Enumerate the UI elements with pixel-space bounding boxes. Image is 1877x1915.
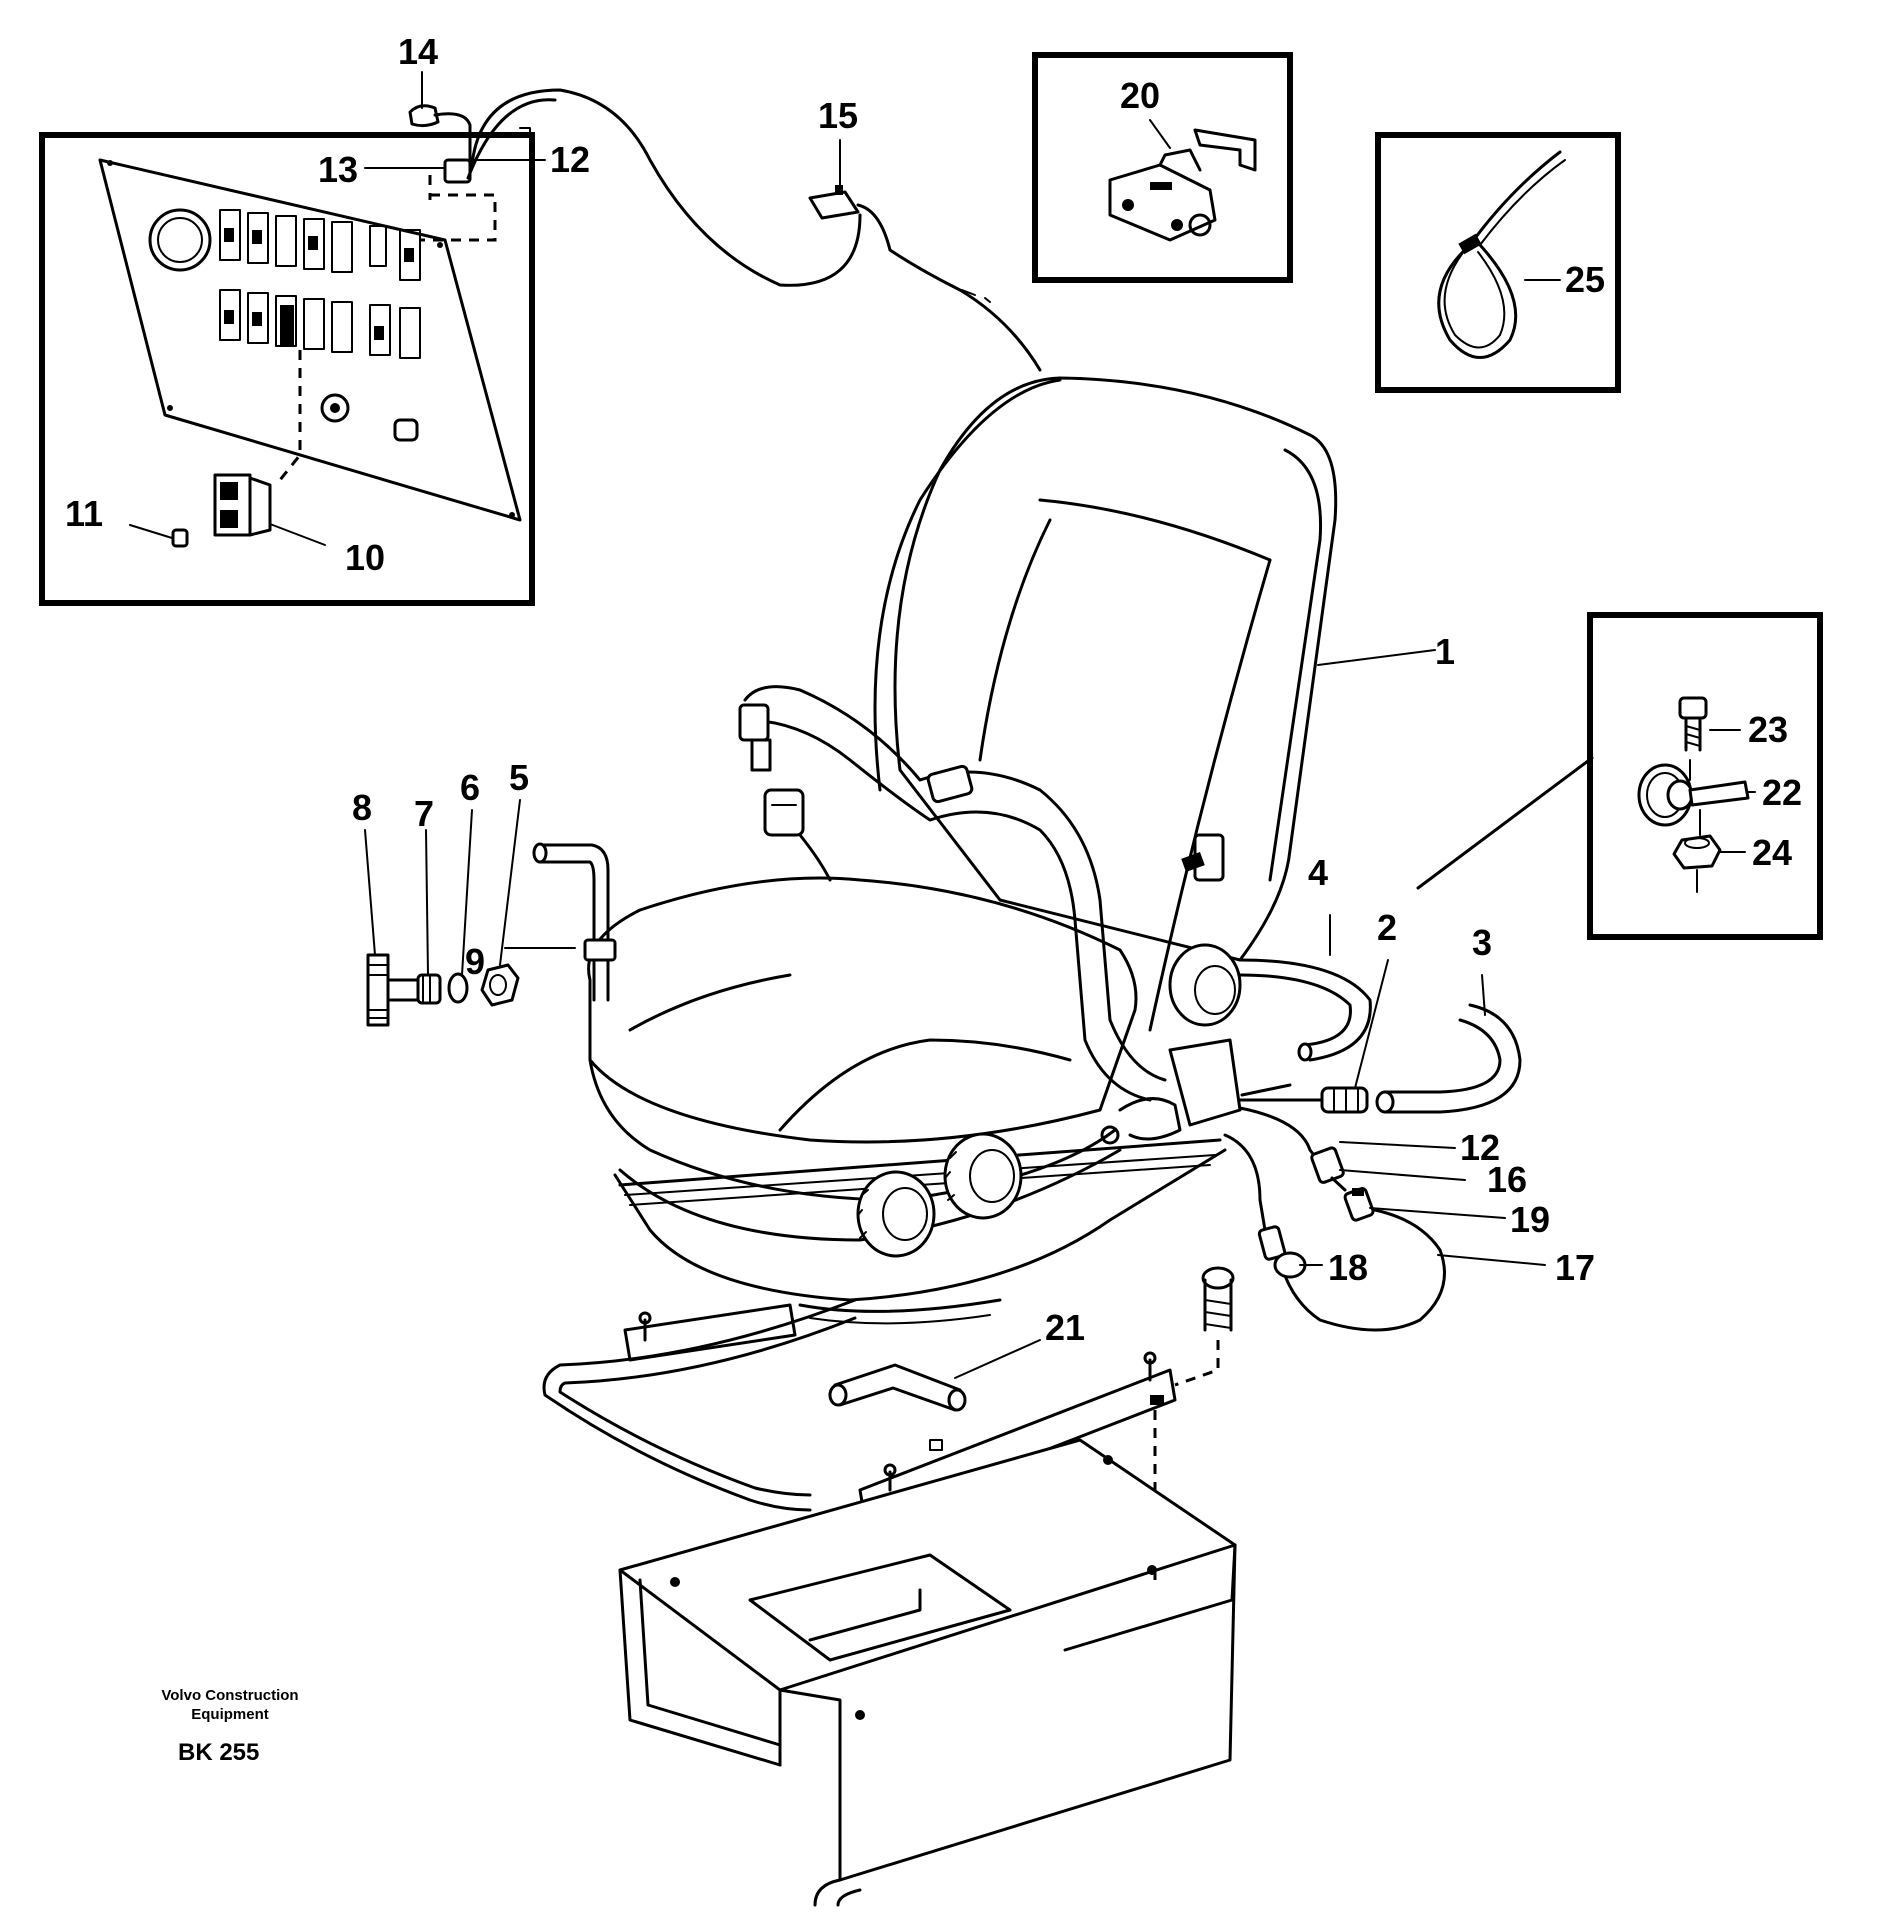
switch-row-lower [219, 289, 421, 359]
washer-6 [447, 972, 469, 1004]
connector-13 [443, 158, 472, 184]
seat-wiring [1223, 1083, 1446, 1332]
air-line-9 [532, 842, 617, 1002]
connector-20-inset-frame [1032, 52, 1293, 283]
connector-16 [1310, 1146, 1345, 1184]
tee-fitting-8 [366, 953, 420, 1027]
callout-12-lower: 12 [1460, 1127, 1500, 1168]
callout-8: 8 [352, 787, 372, 828]
callout-24: 24 [1752, 832, 1792, 873]
seat-cushion [587, 876, 1138, 1144]
footer-company-line1: Volvo Construction [161, 1687, 298, 1704]
belt-anchor-knob [1168, 943, 1242, 1027]
drawing-code: BK 255 [178, 1739, 259, 1766]
nut-5 [480, 963, 520, 1007]
nut-24 [1672, 834, 1722, 893]
cable-tie-25-inset [1375, 132, 1621, 393]
footer: Volvo Construction Equipment BK 255 [161, 1687, 298, 1766]
key-switch-icon [320, 393, 350, 423]
callout-12-upper: 12 [550, 139, 590, 180]
callout-18: 18 [1328, 1247, 1368, 1288]
callout-13: 13 [318, 149, 358, 190]
gauge-icon [148, 208, 212, 272]
connector-15 [808, 185, 860, 220]
callout-3: 3 [1472, 922, 1492, 963]
indicator-lamp-icon [393, 418, 419, 442]
seat-pedestal [618, 1438, 1237, 1907]
callout-15: 15 [818, 95, 858, 136]
footer-company-line2: Equipment [191, 1706, 269, 1723]
connector-20-inset [1032, 52, 1293, 283]
belt-buckle-upper [738, 703, 772, 772]
callout-23: 23 [1748, 709, 1788, 750]
callout-14: 14 [398, 31, 438, 72]
cable-tie-25-inset-frame [1375, 132, 1621, 393]
hose-4 [1238, 958, 1372, 1062]
switch-panel-inset-frame [39, 132, 535, 606]
bolt-23 [1678, 696, 1708, 752]
cable-tie-25 [1437, 150, 1566, 359]
connector-20 [1108, 128, 1257, 242]
slide-rail-left [623, 1303, 797, 1362]
seat-1 [587, 376, 1338, 1325]
callout-19: 19 [1510, 1199, 1550, 1240]
leader-lines [129, 71, 1756, 1379]
belt-slider [926, 764, 974, 804]
switch-row-upper [219, 209, 421, 281]
callout-7: 7 [414, 793, 434, 834]
rail-bolt [1153, 1266, 1235, 1580]
callout-25: 25 [1565, 259, 1605, 300]
callout-20: 20 [1120, 75, 1160, 116]
callout-4: 4 [1308, 852, 1328, 893]
seat-belt [743, 685, 1167, 1082]
hardware-inset [1587, 612, 1823, 940]
relay-14 [408, 104, 472, 162]
callout-10: 10 [345, 537, 385, 578]
callout-5: 5 [509, 757, 529, 798]
belt-buckle-lower [763, 788, 832, 882]
connector-18 [1257, 1225, 1307, 1279]
switch-connector-2 [1320, 1086, 1369, 1114]
spacer-22 [1637, 759, 1750, 827]
adjust-knob-right [943, 1132, 1023, 1220]
callout-22: 22 [1762, 772, 1802, 813]
callout-17: 17 [1555, 1247, 1595, 1288]
callout-11: 11 [65, 493, 103, 534]
callout-6: 6 [460, 767, 480, 808]
callouts: 1 2 3 4 5 6 7 8 9 10 11 12 12 13 14 15 1… [65, 31, 1802, 1348]
connector-19 [1343, 1187, 1375, 1222]
adjust-bar [542, 1298, 857, 1512]
hose-3 [1383, 1018, 1502, 1094]
callout-1: 1 [1435, 631, 1455, 672]
nipple-7 [416, 973, 442, 1005]
callout-21: 21 [1045, 1307, 1085, 1348]
switch-panel-inset [39, 132, 535, 606]
switch-cap-11 [171, 528, 189, 548]
callout-9: 9 [465, 941, 485, 982]
rocker-switch-10 [213, 473, 272, 537]
switch-panel-plate [98, 158, 522, 522]
callout-2: 2 [1377, 907, 1397, 948]
handle-21 [828, 1363, 967, 1412]
belt-retractor [1100, 1038, 1242, 1145]
hardware-inset-frame [1587, 612, 1823, 940]
callout-16: 16 [1487, 1159, 1527, 1200]
adjust-knob-left [856, 1170, 936, 1258]
